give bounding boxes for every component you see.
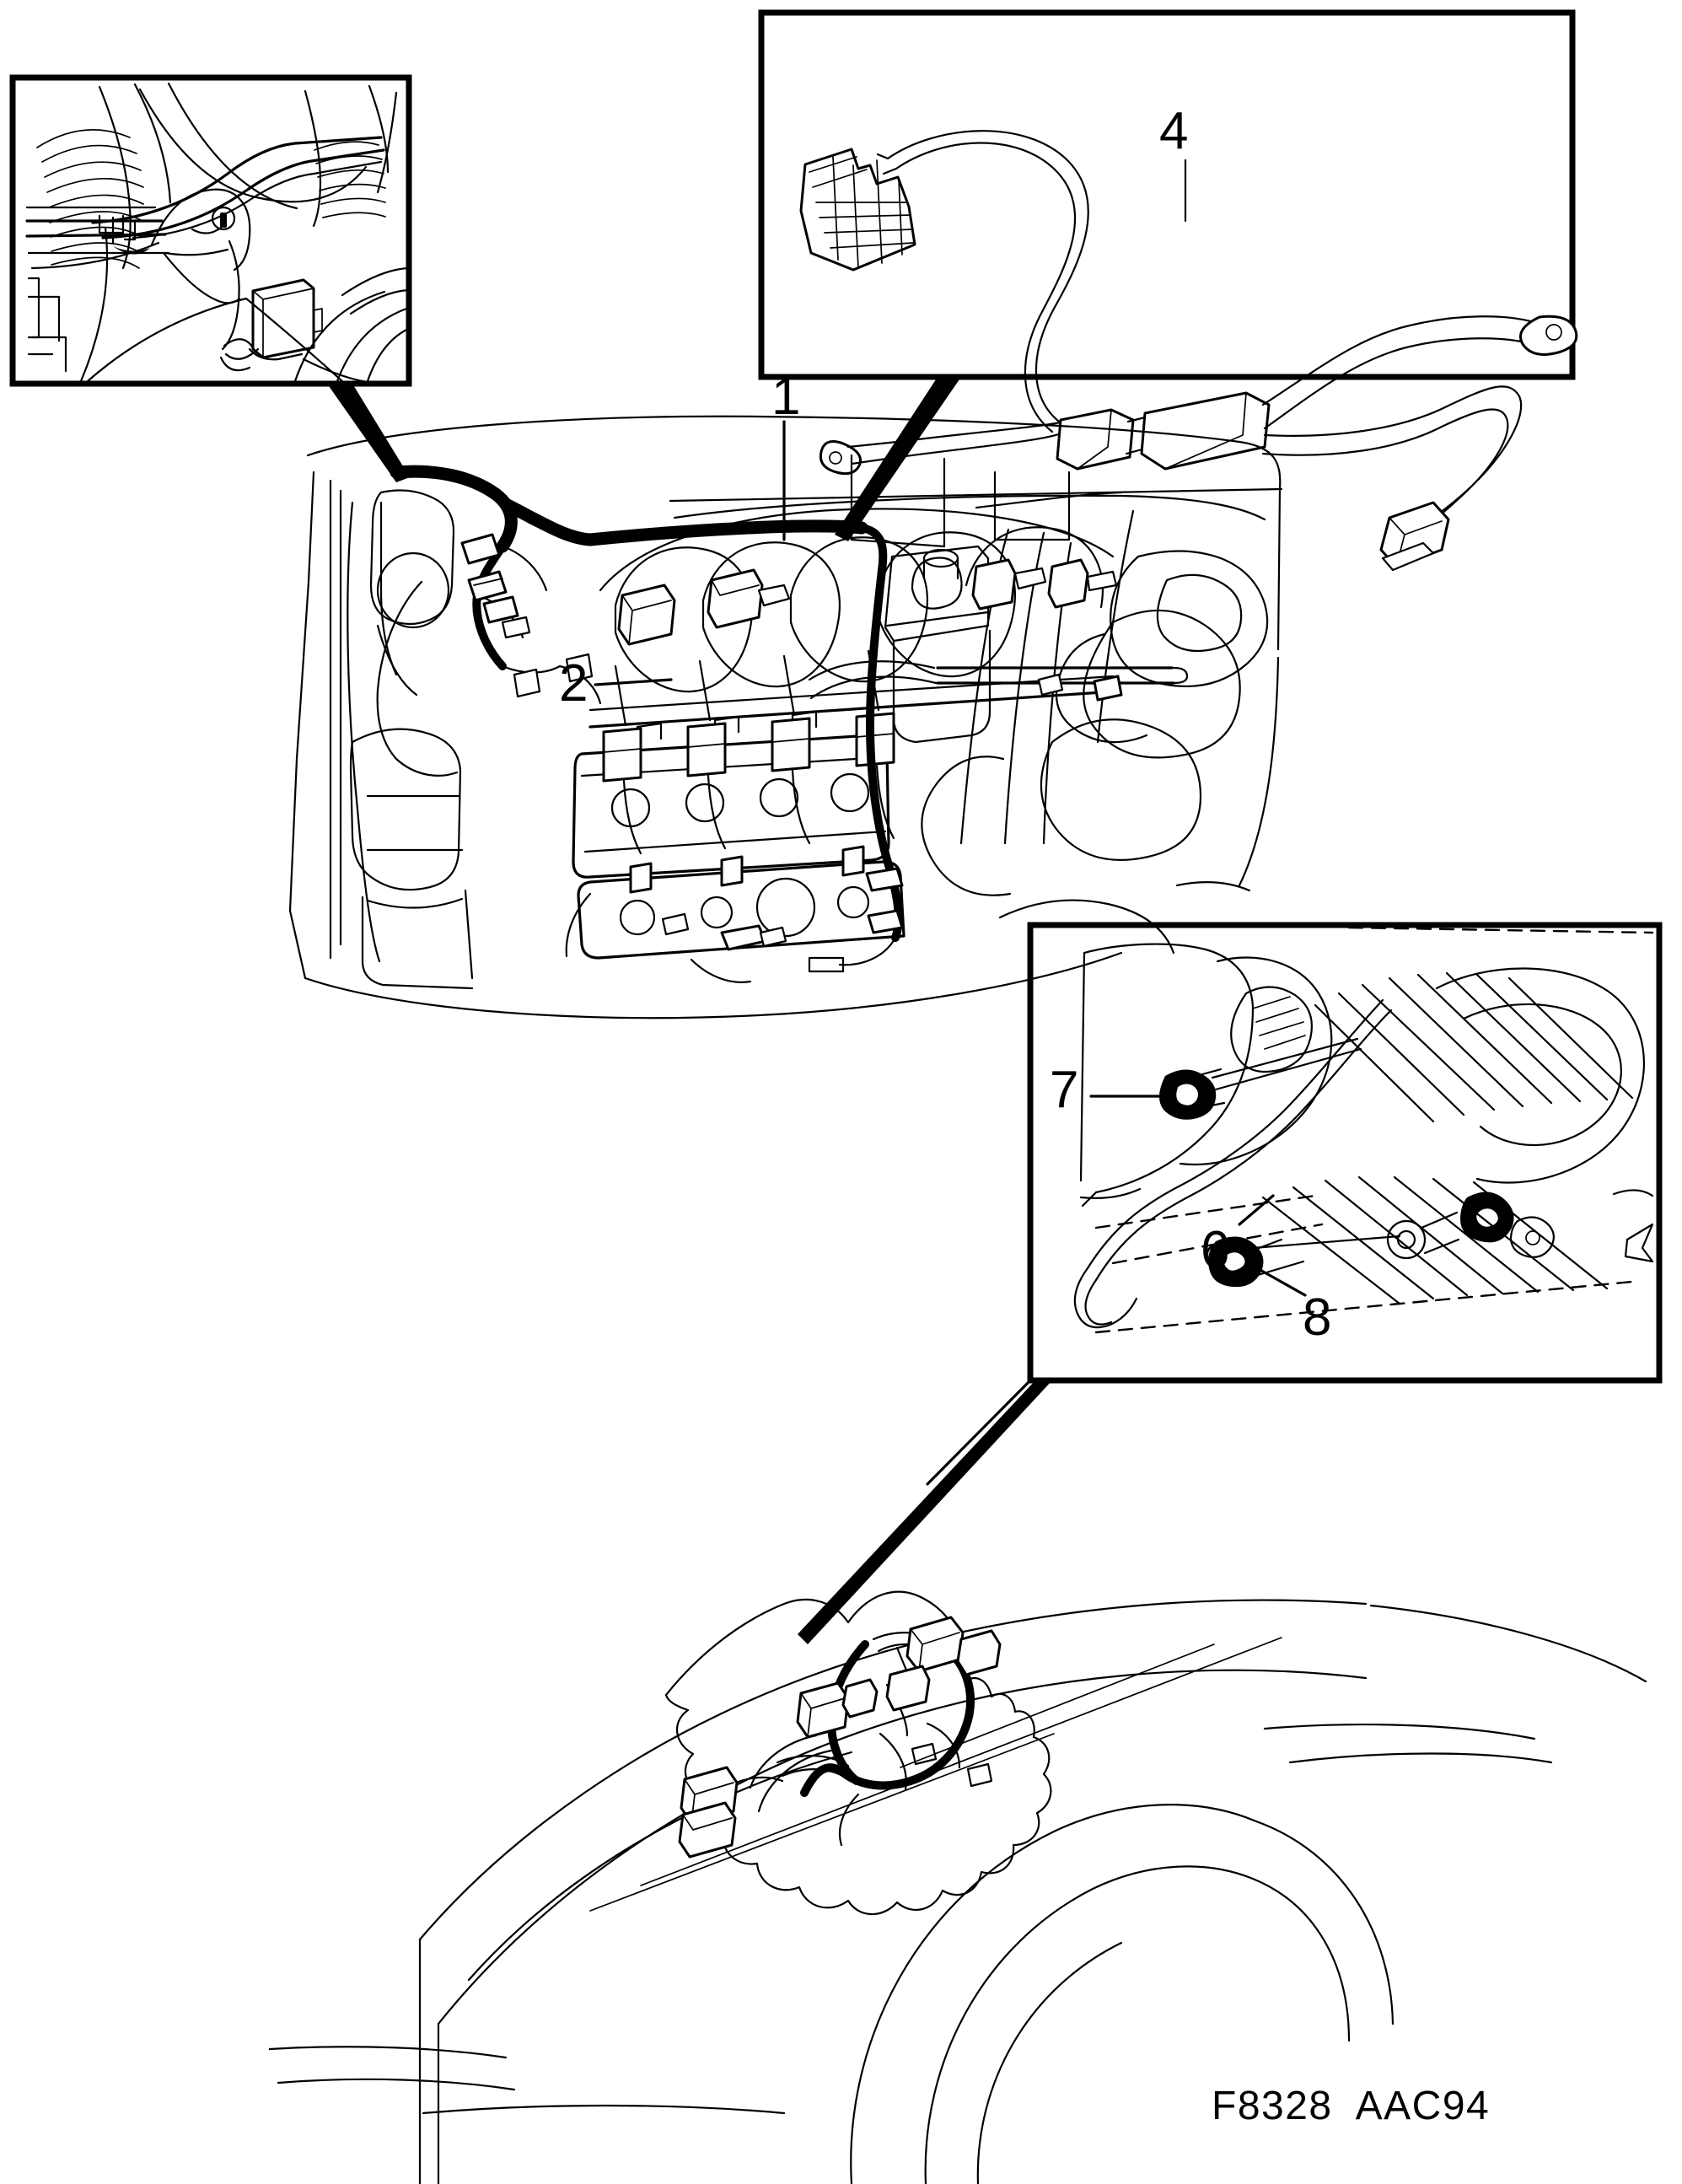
callout-6: 6 [1201,1221,1230,1279]
injector-connectors [602,712,895,783]
callout-7: 7 [1050,1061,1079,1119]
leader-lines [327,159,1307,1644]
leader-callout-8 [1249,1263,1307,1297]
panel-strut-tower-mounting-detail [1027,922,1663,1384]
ring-terminal-left [819,440,900,476]
figure-code: F8328 AAC94 [1212,2084,1491,2128]
leader-lower-right-inset-to-bottom-view [798,1380,1052,1644]
leader-callout-6 [1238,1194,1275,1226]
front-harness-connectors [678,1616,1002,1859]
upper-pivot-eye [1386,1211,1460,1260]
upper-bolt-head [1460,1192,1514,1243]
engine-wiring-harness [390,465,903,942]
cable-sleeve-2 [1140,391,1271,471]
callout-2: 2 [559,654,588,713]
panel-battery-cable-assembly-detail [758,9,1578,572]
panel-front-wheel-arch-harness-overview [268,1590,1647,2184]
multipin-connector [799,148,916,272]
callout-8: 8 [1303,1288,1332,1347]
manifold-sensors [617,558,1123,702]
panel-engine-bay-overview [288,415,1283,1019]
expansion-tank [369,489,455,697]
leader-top-right-inset-to-engine-bay [835,377,961,541]
lower-right-bolt [1509,1216,1556,1258]
callout-1: 1 [771,368,801,426]
callout-4: 4 [1159,102,1189,160]
ring-terminal-right [1519,315,1578,356]
harness-connectors-lower [661,867,904,951]
cable-sleeve-1 [1056,408,1135,471]
leader-top-left-inset-to-engine-bay [327,384,410,482]
harness-connectors-left [460,533,531,639]
panel-interior-bulkhead-detail [9,74,412,387]
blade-connector [1379,501,1450,572]
harness-clips [513,653,865,894]
upper-mounting-nut [1159,1068,1226,1120]
leader-callout-2 [594,678,673,686]
